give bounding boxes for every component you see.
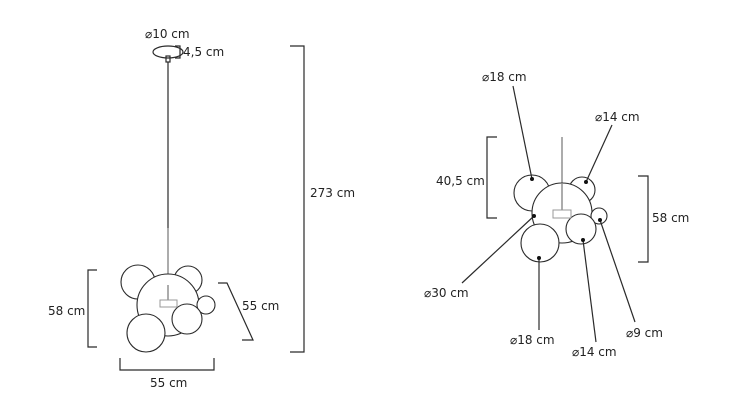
cluster-depth-bracket: [218, 282, 254, 341]
ball-top-right-label: ⌀14 cm: [595, 110, 640, 124]
leader-line: [512, 85, 533, 180]
canopy-height-bracket: [175, 45, 181, 59]
ball: [565, 213, 597, 245]
ball-bottom-mid-label: ⌀14 cm: [572, 345, 617, 359]
marker-dot: [530, 177, 534, 181]
cluster-height-label: 58 cm: [652, 211, 689, 225]
ball: [590, 207, 608, 225]
canopy-diameter-label: ⌀10 cm: [145, 27, 190, 41]
canopy-height-label: 4,5 cm: [183, 45, 224, 59]
cluster-width-label: 55 cm: [150, 376, 187, 390]
cluster-depth-label: 55 cm: [242, 299, 279, 313]
ball: [171, 303, 203, 335]
cluster-height-bracket: [87, 269, 97, 348]
canopy: [152, 45, 184, 59]
marker-dot: [584, 180, 588, 184]
ball-small-label: ⌀9 cm: [626, 326, 663, 340]
front-view: ⌀10 cm 4,5 cm 273 cm 58 cm 55 cm 55 cm: [48, 27, 355, 390]
marker-dot: [532, 214, 536, 218]
rod-height-bracket: [486, 136, 497, 219]
total-height-label: 273 cm: [310, 186, 355, 200]
socket: [552, 209, 572, 219]
ball-top-left-label: ⌀18 cm: [482, 70, 527, 84]
canopy-clamp: [165, 55, 171, 63]
ball-center-label: ⌀30 cm: [424, 286, 469, 300]
leader-line: [599, 219, 636, 323]
ball: [196, 295, 216, 315]
marker-dot: [598, 218, 602, 222]
cluster-height-bracket: [638, 175, 649, 263]
total-height-bracket: [290, 45, 305, 353]
leader-line: [585, 124, 613, 183]
socket: [159, 299, 178, 308]
ball: [520, 223, 560, 263]
ball: [126, 313, 166, 353]
leader-line: [582, 239, 597, 343]
marker-dot: [581, 238, 585, 242]
detail-view: ⌀18 cm ⌀14 cm ⌀30 cm ⌀18 cm ⌀14 cm ⌀9 cm…: [424, 70, 689, 359]
marker-dot: [537, 256, 541, 260]
leader-line: [461, 215, 535, 284]
cluster-width-bracket: [119, 358, 215, 371]
cluster-height-label: 58 cm: [48, 304, 85, 318]
rod-height-label: 40,5 cm: [436, 174, 485, 188]
ball-bottom-left-label: ⌀18 cm: [510, 333, 555, 347]
